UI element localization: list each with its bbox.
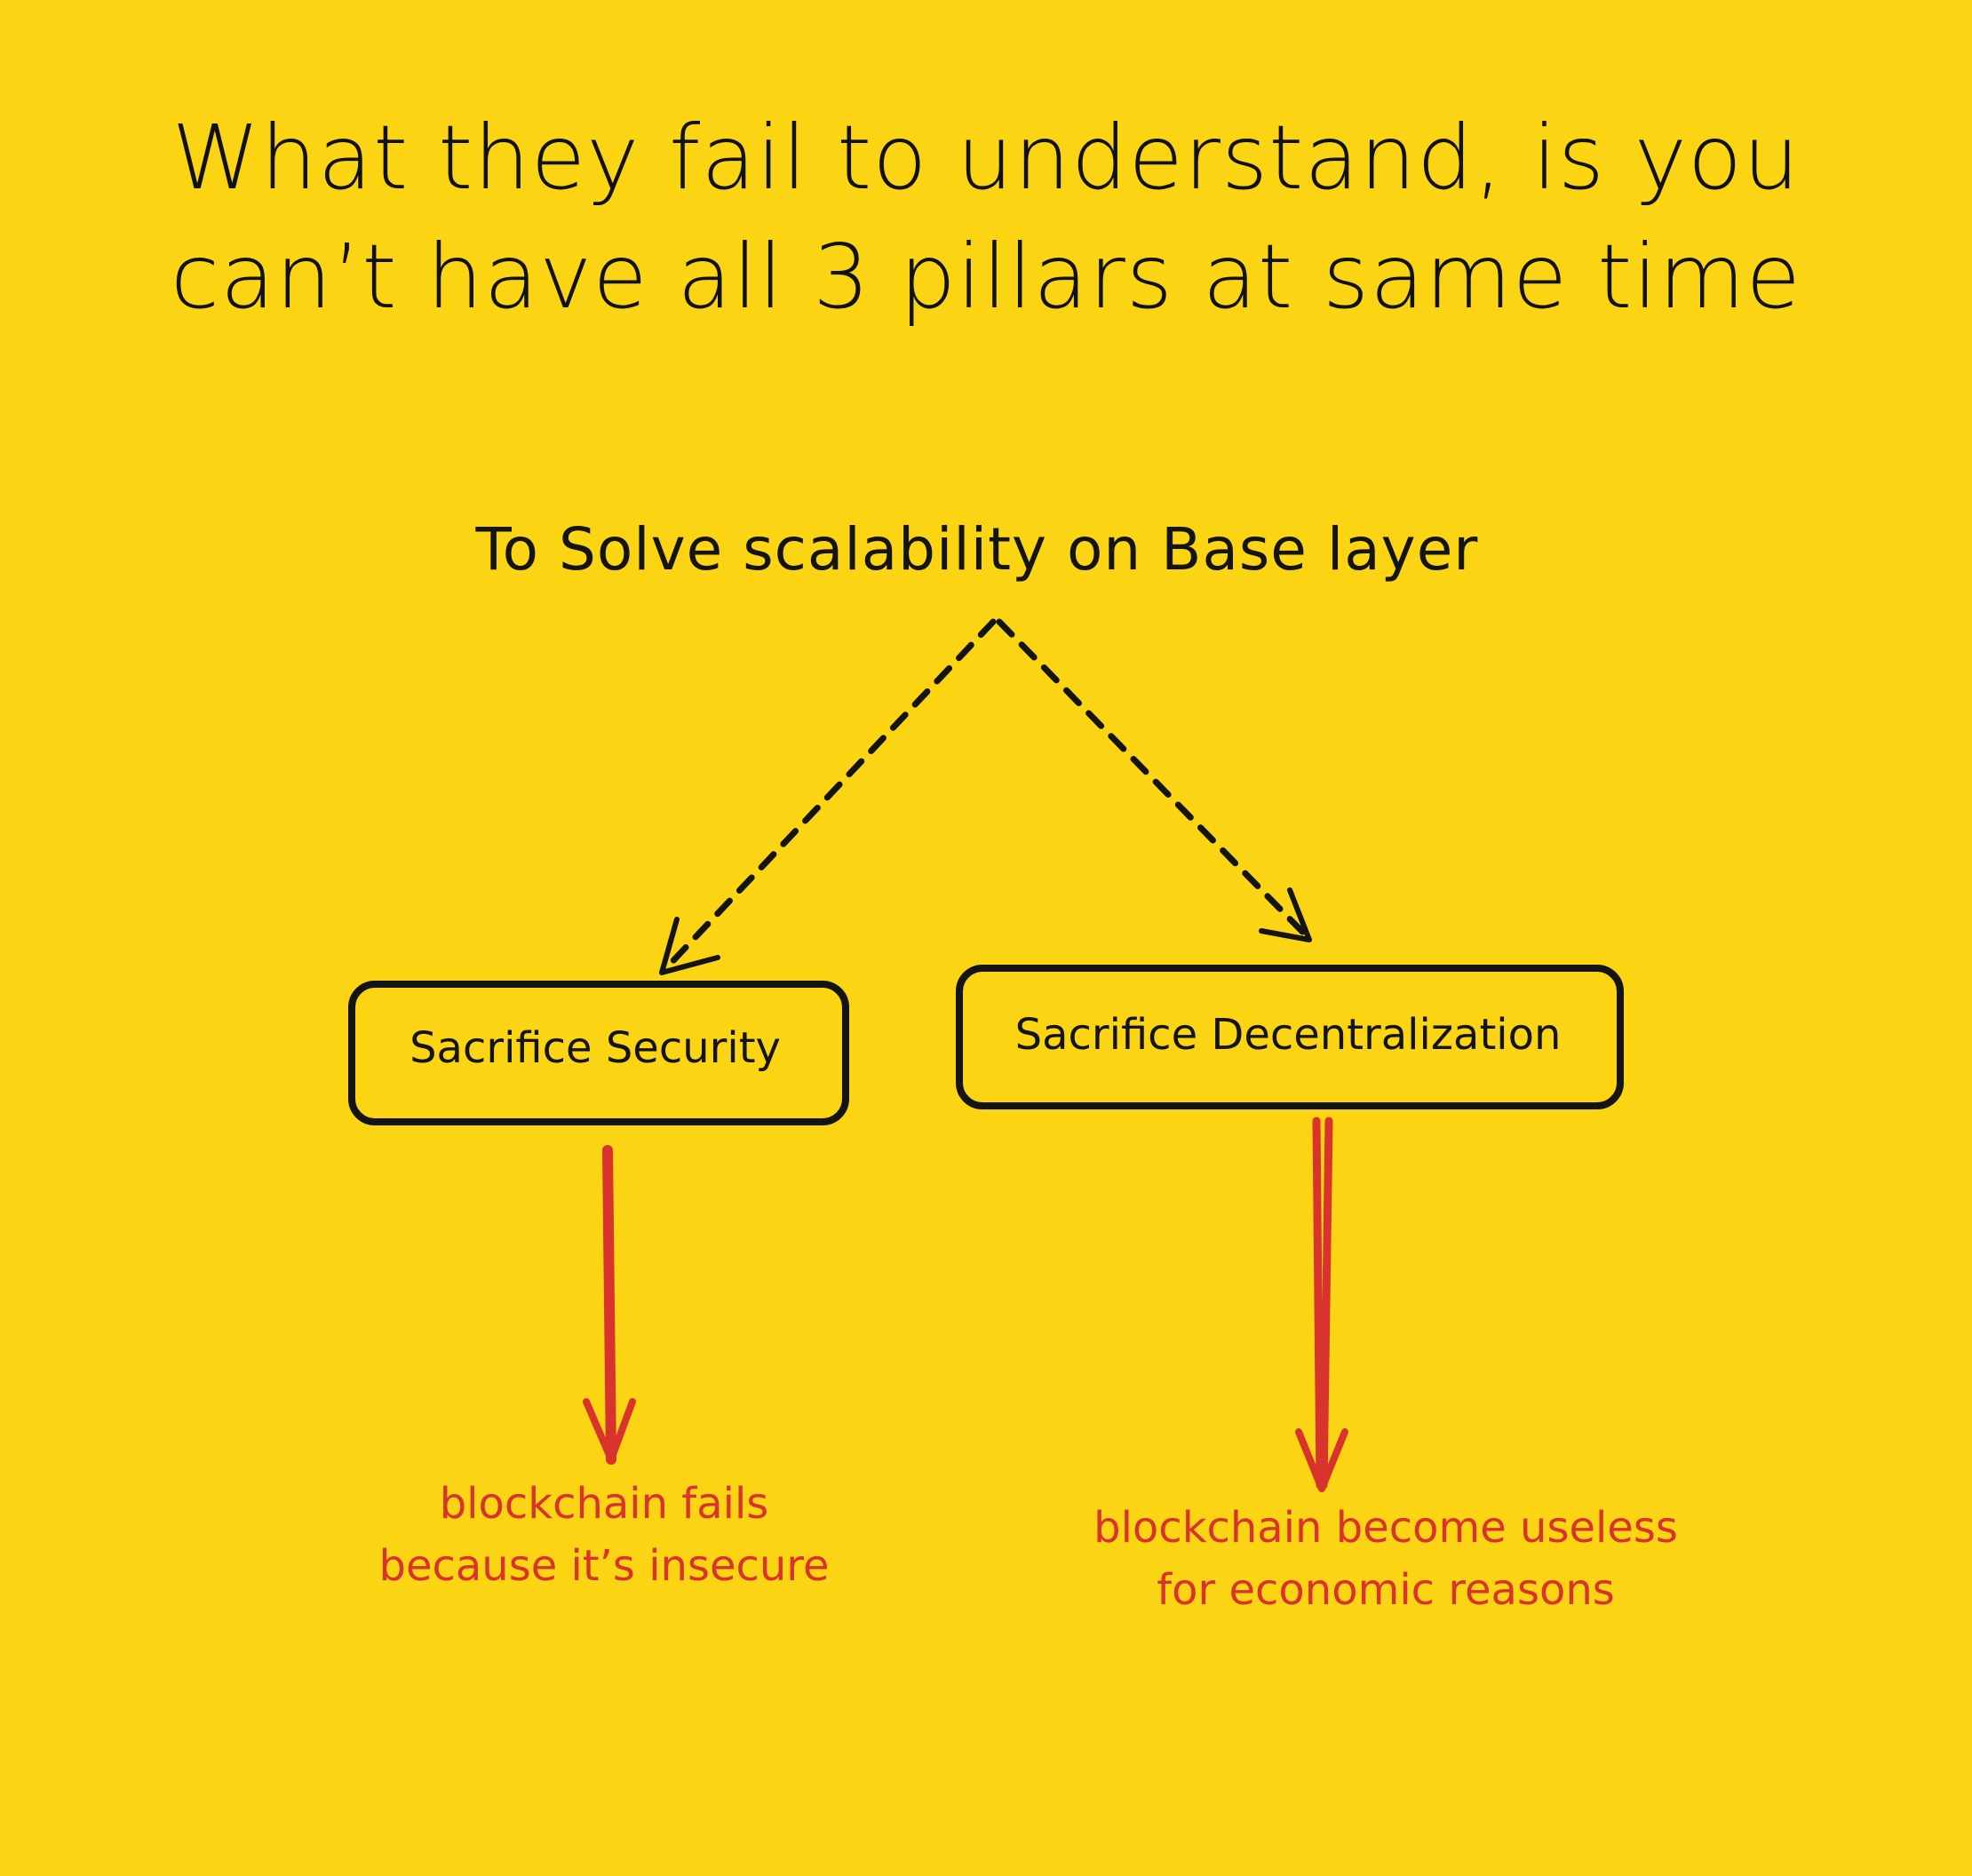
outcome-arrow-right-head xyxy=(1295,1428,1348,1492)
connector-left xyxy=(661,618,997,974)
outcome-left: blockchain fails because it’s insecure xyxy=(302,1473,906,1597)
box-sacrifice-decentralization xyxy=(956,965,1624,1109)
outcome-left-line-1: blockchain fails xyxy=(439,1479,769,1529)
outcome-arrow-left xyxy=(602,1145,616,1465)
connector-right-arrowhead xyxy=(1259,887,1312,942)
connector-right xyxy=(996,618,1311,941)
outcome-left-line-2: because it’s insecure xyxy=(378,1541,830,1591)
outcome-arrow-right xyxy=(1312,1117,1333,1490)
headline-line-1: What they fail to understand, is you xyxy=(171,106,1801,210)
headline-line-2: can’t have all 3 pillars at same time xyxy=(170,225,1802,329)
box-sacrifice-security xyxy=(348,981,849,1125)
outcome-right-line-1: blockchain become useless xyxy=(1093,1503,1678,1553)
outcome-right-line-2: for economic reasons xyxy=(1157,1565,1615,1615)
outcome-arrow-left-head xyxy=(583,1398,636,1463)
box-label-decentralization: Sacrifice Decentralization xyxy=(1014,1010,1562,1060)
box-label-security: Sacrifice Security xyxy=(410,1023,781,1073)
outcome-right: blockchain become useless for economic r… xyxy=(1030,1497,1741,1621)
connector-left-arrowhead xyxy=(659,917,720,975)
root-node-label: To Solve scalability on Base layer xyxy=(475,515,1479,584)
